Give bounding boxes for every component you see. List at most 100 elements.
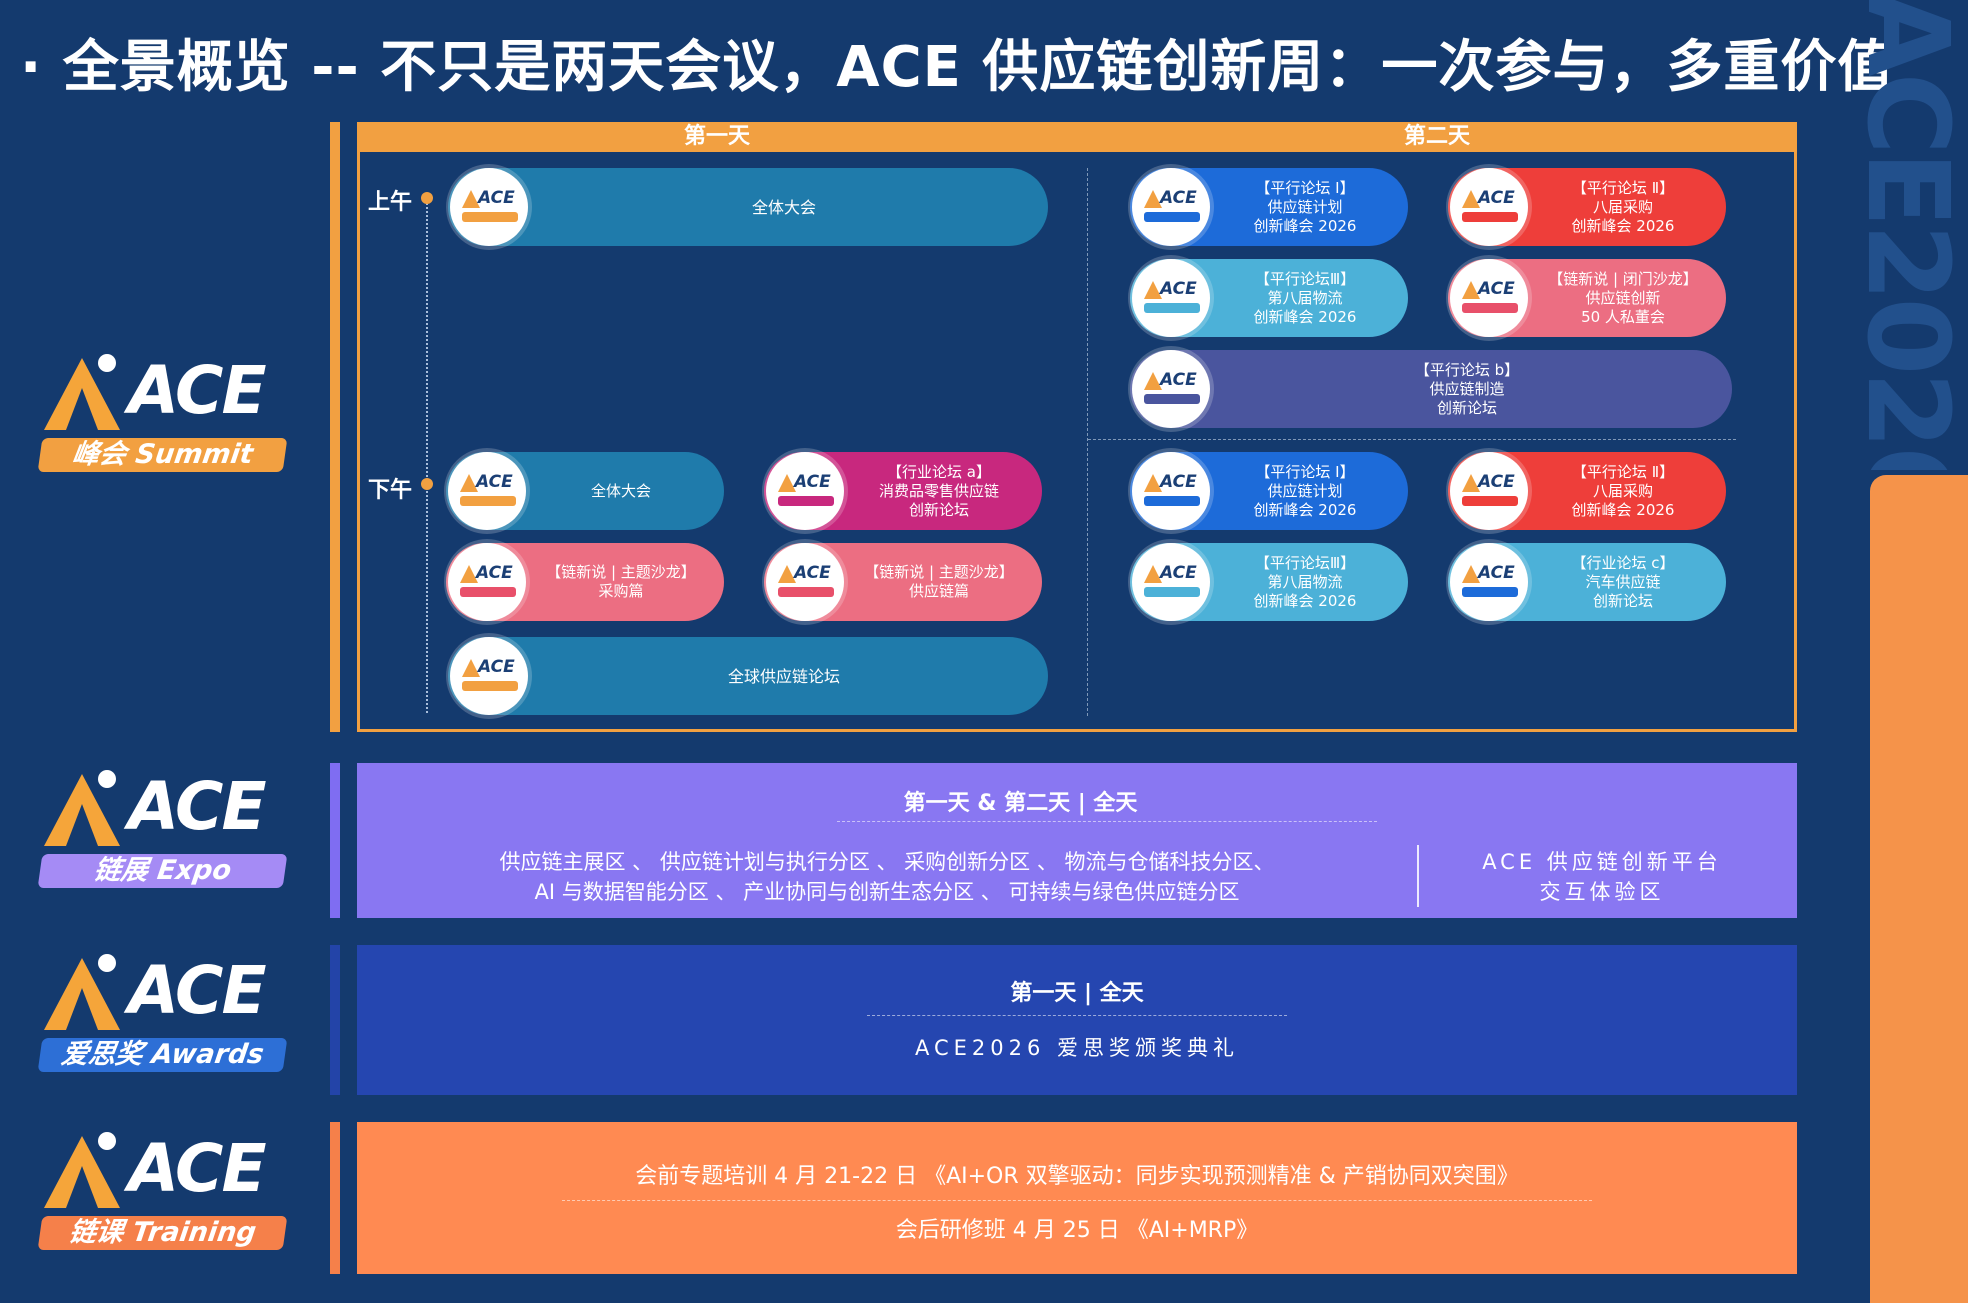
session-tag: 【平行论坛 Ⅰ】	[1255, 462, 1355, 481]
awards-ceremony: ACE2026 爱思奖颁奖典礼	[914, 1036, 1240, 1060]
session-title: 消费品零售供应链	[878, 481, 999, 500]
training-accent-bar	[330, 1122, 340, 1274]
session-subtitle: 创新峰会 2026	[1571, 216, 1675, 235]
session-title: 供应链制造	[1429, 379, 1505, 398]
logo-tag-training: 链课 Training	[37, 1216, 288, 1250]
session-d1-salon-purchase[interactable]: ACE 【链新说 | 主题沙龙】 采购篇	[446, 543, 724, 621]
watermark-label: ACE2026	[1864, 0, 1968, 470]
ace-summit-badge: ACE	[450, 637, 528, 715]
session-d2-am-parallel-3[interactable]: ACE 【平行论坛Ⅲ】 第八届物流 创新峰会 2026	[1130, 259, 1408, 337]
session-d1-pm-plenary[interactable]: ACE 全体大会	[446, 452, 724, 530]
side-decoration-bar	[1870, 475, 1968, 1303]
session-tag: 【行业论坛 a】	[887, 462, 991, 481]
page-title: · 全景概览 -- 不只是两天会议，ACE 供应链创新周：一次参与，多重价值	[20, 35, 1895, 100]
session-subtitle: 创新论坛	[1592, 591, 1653, 610]
session-d2-pm-parallel-1[interactable]: ACE 【平行论坛 Ⅰ】 供应链计划 创新峰会 2026	[1130, 452, 1408, 530]
session-tag: 【链新说 | 主题沙龙】	[864, 563, 1014, 581]
logo-word: ACE	[128, 768, 267, 845]
session-d2-am-forum-b[interactable]: ACE 【平行论坛 b】 供应链制造 创新论坛	[1130, 350, 1732, 428]
session-tag: 【平行论坛 Ⅰ】	[1255, 178, 1355, 197]
day1-label: 第一天	[683, 124, 750, 149]
ace-plan-badge: ACE	[1132, 168, 1210, 246]
session-tag: 【平行论坛 b】	[1414, 360, 1520, 379]
logo-expo: ACE 链展 Expo	[37, 768, 288, 888]
session-d1-global-forum[interactable]: ACE 全球供应链论坛	[448, 637, 1048, 715]
session-subtitle: 创新峰会 2026	[1253, 216, 1357, 235]
afternoon-dot	[421, 478, 433, 490]
logo-training: ACE 链课 Training	[37, 1130, 288, 1250]
morning-dot	[421, 192, 433, 204]
session-d2-am-parallel-1[interactable]: ACE 【平行论坛 Ⅰ】 供应链计划 创新峰会 2026	[1130, 168, 1408, 246]
ace-consumer-badge: ACE	[766, 452, 844, 530]
ace-procurement-badge: ACE	[1450, 168, 1528, 246]
ace-manufacturing-badge: ACE	[1132, 350, 1210, 428]
session-d2-pm-parallel-3[interactable]: ACE 【平行论坛Ⅲ】 第八届物流 创新峰会 2026	[1130, 543, 1408, 621]
session-subtitle: 创新论坛	[1436, 398, 1497, 417]
session-d2-pm-forum-c[interactable]: ACE 【行业论坛 c】 汽车供应链 创新论坛	[1448, 543, 1726, 621]
session-d1-salon-chain[interactable]: ACE 【链新说 | 主题沙龙】 供应链篇	[764, 543, 1042, 621]
expo-zones-line2: AI 与数据智能分区 、 产业协同与创新生态分区 、 可持续与绿色供应链分区	[534, 880, 1240, 904]
session-title: 供应链计划	[1267, 481, 1343, 500]
awards-accent-bar	[330, 945, 340, 1095]
session-tag: 【平行论坛 Ⅱ】	[1571, 178, 1675, 197]
expo-divider	[837, 821, 1377, 822]
expo-zones-line1: 供应链主展区 、 供应链计划与执行分区 、 采购创新分区 、 物流与仓储科技分区…	[499, 850, 1275, 874]
session-subtitle: 创新峰会 2026	[1253, 591, 1357, 610]
session-d2-am-parallel-2[interactable]: ACE 【平行论坛 Ⅱ】 八届采购 创新峰会 2026	[1448, 168, 1726, 246]
ace-auto-badge: ACE	[1450, 543, 1528, 621]
logo-tag-awards: 爱思奖 Awards	[37, 1038, 288, 1072]
session-d2-pm-parallel-2[interactable]: ACE 【平行论坛 Ⅱ】 八届采购 创新峰会 2026	[1448, 452, 1726, 530]
summit-day-header: 第一天 第二天	[357, 122, 1797, 152]
session-tag: 【行业论坛 c】	[1571, 553, 1675, 572]
ace-summit-badge: ACE	[448, 452, 526, 530]
awards-divider	[867, 1015, 1287, 1016]
awards-heading: 第一天 | 全天	[1010, 981, 1144, 1006]
expo-zones: 供应链主展区 、 供应链计划与执行分区 、 采购创新分区 、 物流与仓储科技分区…	[357, 847, 1417, 907]
ace-procurement-badge: ACE	[1450, 452, 1528, 530]
ace-salon-badge: ACE	[1450, 259, 1528, 337]
expo-platform-line2: 交互体验区	[1539, 880, 1665, 904]
ace-salon-badge: ACE	[766, 543, 844, 621]
expo-zone-separator	[1417, 845, 1419, 907]
session-tag: 【链新说 | 主题沙龙】	[546, 563, 696, 581]
logo-summit: ACE 峰会 Summit	[37, 352, 288, 472]
session-title: 汽车供应链	[1585, 572, 1661, 591]
logo-word: ACE	[128, 1130, 267, 1207]
session-tag: 【平行论坛Ⅲ】	[1254, 269, 1356, 288]
session-title: 采购篇	[598, 582, 644, 600]
session-title: 第八届物流	[1267, 572, 1343, 591]
session-title: 全体大会	[590, 481, 651, 500]
logo-awards: ACE 爱思奖 Awards	[37, 952, 288, 1072]
session-title: 八届采购	[1592, 481, 1653, 500]
logo-tag-summit: 峰会 Summit	[37, 438, 288, 472]
session-d2-am-salon[interactable]: ACE 【链新说 | 闭门沙龙】 供应链创新 50 人私董会	[1448, 259, 1726, 337]
afternoon-label: 下午	[368, 478, 413, 503]
training-divider	[562, 1200, 1592, 1201]
session-d1-am-plenary[interactable]: ACE 全体大会	[448, 168, 1048, 246]
logo-tag-expo: 链展 Expo	[37, 854, 288, 888]
session-title: 供应链计划	[1267, 197, 1343, 216]
session-title: 供应链创新	[1585, 288, 1661, 307]
session-d1-forum-a[interactable]: ACE 【行业论坛 a】 消费品零售供应链 创新论坛	[764, 452, 1042, 530]
session-title: 供应链篇	[908, 582, 969, 600]
expo-panel: 第一天 & 第二天 | 全天 供应链主展区 、 供应链计划与执行分区 、 采购创…	[357, 763, 1797, 918]
day2-label: 第二天	[1403, 124, 1470, 149]
session-subtitle: 50 人私董会	[1581, 307, 1665, 326]
expo-accent-bar	[330, 763, 340, 918]
ace-logistics-badge: ACE	[1132, 259, 1210, 337]
session-subtitle: 创新峰会 2026	[1253, 307, 1357, 326]
session-title: 全球供应链论坛	[727, 666, 840, 686]
session-subtitle: 创新峰会 2026	[1253, 500, 1357, 519]
session-title: 八届采购	[1592, 197, 1653, 216]
ace-salon-badge: ACE	[448, 543, 526, 621]
logo-word: ACE	[128, 352, 267, 429]
ace-summit-badge: ACE	[450, 168, 528, 246]
ace-logistics-badge: ACE	[1132, 543, 1210, 621]
session-tag: 【平行论坛 Ⅱ】	[1571, 462, 1675, 481]
training-post-course: 会后研修班 4 月 25 日 《AI+MRP》	[895, 1218, 1259, 1243]
session-subtitle: 创新论坛	[908, 500, 969, 519]
day-divider	[1087, 168, 1088, 716]
timeline	[426, 198, 428, 713]
session-tag: 【平行论坛Ⅲ】	[1254, 553, 1356, 572]
expo-heading: 第一天 & 第二天 | 全天	[903, 791, 1138, 816]
